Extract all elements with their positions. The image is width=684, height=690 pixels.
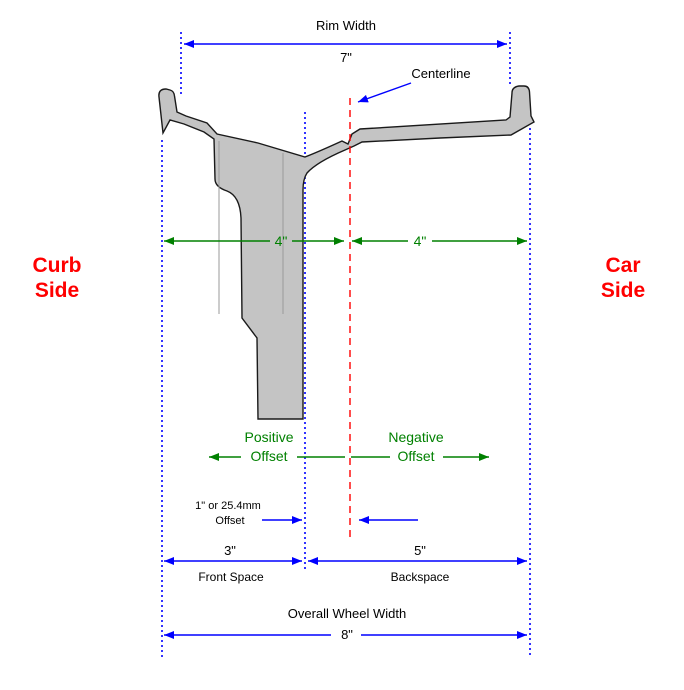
- curb-side-label-top: Curb: [33, 254, 82, 277]
- negative-offset-label-bottom: Offset: [397, 448, 434, 464]
- half-width-left-value: 4": [275, 233, 288, 249]
- negative-offset-label-top: Negative: [388, 429, 443, 445]
- rim-width-value: 7": [340, 50, 352, 65]
- backspace-value: 5": [414, 543, 426, 558]
- backspace-title: Backspace: [391, 570, 450, 584]
- offset-measure-label-top: 1" or 25.4mm: [195, 500, 261, 512]
- overall-width-title: Overall Wheel Width: [288, 606, 406, 621]
- overall-width-value: 8": [341, 627, 353, 642]
- half-width-right-value: 4": [414, 233, 427, 249]
- positive-offset-label-top: Positive: [244, 429, 293, 445]
- rim-width-title: Rim Width: [316, 18, 376, 33]
- wheel-cross-section: [158, 85, 535, 420]
- curb-side-label-bottom: Side: [35, 279, 79, 302]
- front-space-title: Front Space: [198, 570, 264, 584]
- centerline-label: Centerline: [411, 66, 470, 81]
- car-side-label-top: Car: [605, 254, 640, 277]
- front-space-value: 3": [224, 543, 236, 558]
- offset-measure-label-bottom: Offset: [215, 515, 244, 527]
- car-side-label-bottom: Side: [601, 279, 645, 302]
- positive-offset-label-bottom: Offset: [250, 448, 287, 464]
- centerline-pointer-arrow: [357, 82, 412, 103]
